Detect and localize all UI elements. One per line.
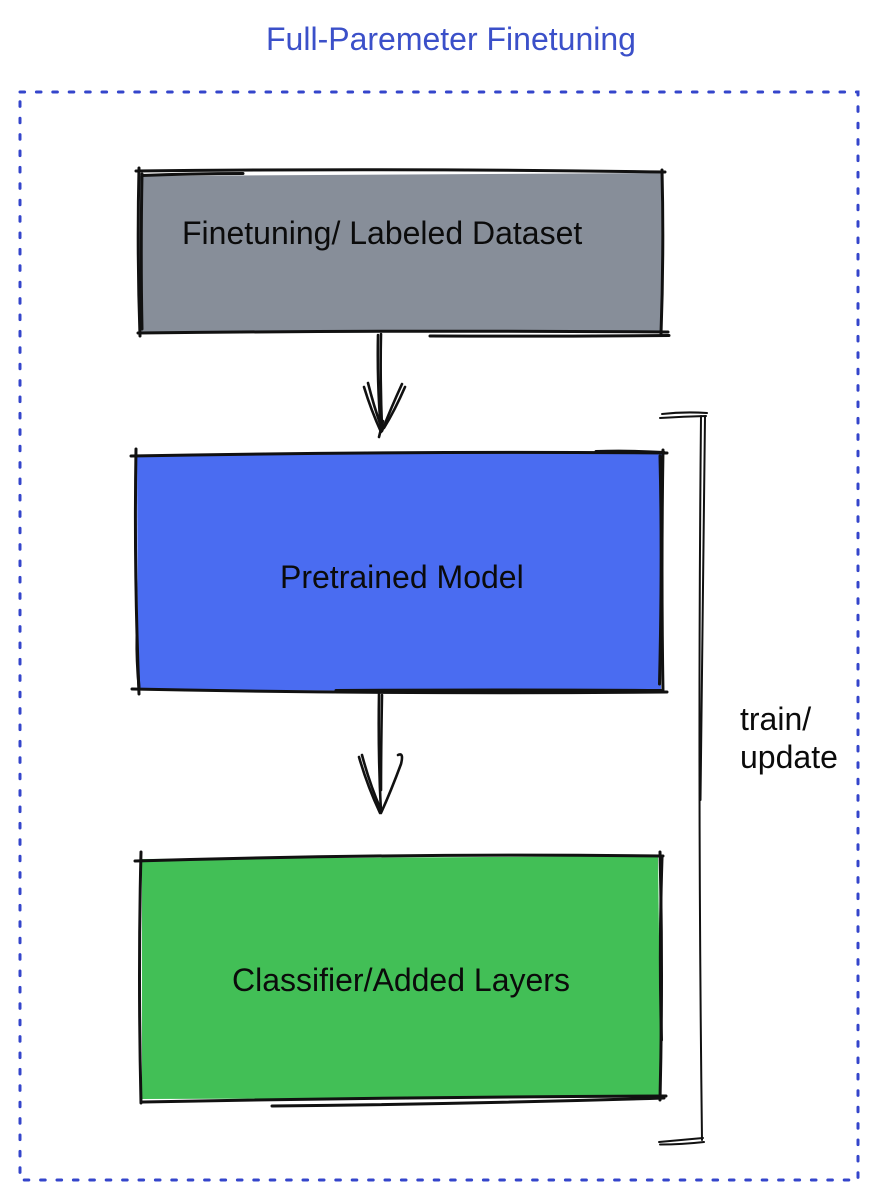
- node-classifier-fill: [142, 856, 661, 1099]
- node-classifier-label: Classifier/Added Layers: [232, 962, 570, 998]
- node-classifier-border: [133, 850, 668, 1108]
- arrow-pretrained-to-classifier: [357, 692, 404, 815]
- node-dataset-label: Finetuning/ Labeled Dataset: [182, 215, 583, 251]
- dashed-frame: [18, 90, 860, 1182]
- diagram-title: Full-Paremeter Finetuning: [266, 21, 636, 57]
- train-update-label: train/ update: [740, 701, 838, 775]
- node-pretrained-border: [129, 447, 669, 696]
- arrow-dataset-to-pretrained: [362, 332, 407, 439]
- node-dataset[interactable]: [134, 166, 671, 338]
- node-classifier[interactable]: [133, 850, 668, 1108]
- node-pretrained-label: Pretrained Model: [280, 559, 524, 595]
- node-dataset-border: [134, 166, 671, 338]
- node-pretrained-fill: [137, 452, 662, 691]
- train-update-bracket: [658, 411, 708, 1146]
- node-dataset-fill: [139, 173, 662, 333]
- node-pretrained[interactable]: [129, 447, 669, 696]
